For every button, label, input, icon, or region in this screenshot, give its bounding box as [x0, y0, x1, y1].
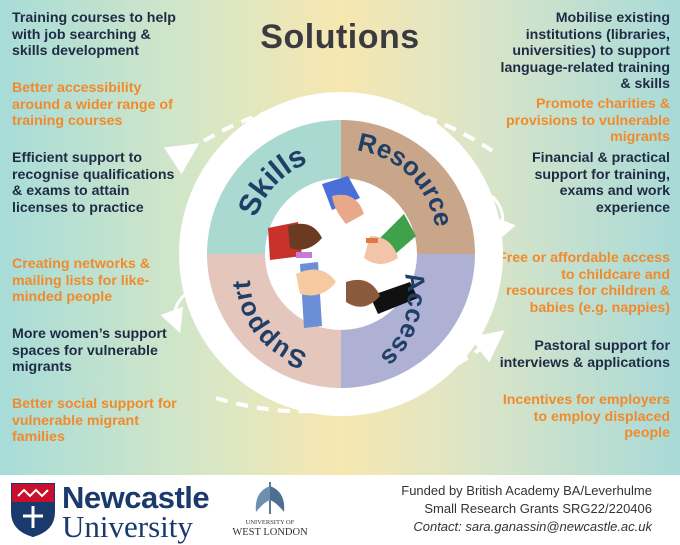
right-item-4: Free or affordable access to childcare a…	[498, 250, 670, 316]
right-item-2: Promote charities & provisions to vulner…	[506, 96, 670, 145]
solutions-ring-diagram: Skills Resource Access Support	[160, 99, 516, 388]
contact-line: Contact: sara.ganassin@newcastle.ac.uk	[413, 519, 652, 534]
left-item-2: Better accessibility around a wider rang…	[12, 80, 173, 129]
newcastle-crest-icon	[11, 483, 55, 538]
funding-line-1: Funded by British Academy BA/Leverhulme	[401, 483, 652, 498]
page-title: Solutions	[260, 18, 420, 56]
cycle-arrow-right	[490, 194, 516, 244]
left-item-5: More women’s support spaces for vulnerab…	[12, 326, 167, 375]
left-item-3: Efficient support to recognise qualifica…	[12, 150, 175, 216]
joined-hands-illustration	[268, 176, 418, 328]
footer: Funded by British Academy BA/Leverhulme …	[0, 475, 680, 544]
uwl-name: WEST LONDON	[232, 527, 308, 538]
right-item-3: Financial & practical support for traini…	[532, 150, 670, 216]
right-item-5: Pastoral support for interviews & applic…	[499, 338, 670, 371]
left-item-6: Better social support for vulnerable mig…	[12, 396, 177, 445]
funding-line-2: Small Research Grants SRG22/220406	[424, 501, 652, 516]
newcastle-wordmark: Newcastle	[62, 480, 210, 515]
newcastle-university-logo: Newcastle University	[10, 480, 220, 544]
university-wordmark: University	[62, 509, 193, 544]
left-item-1: Training courses to help with job search…	[12, 10, 176, 59]
right-item-6: Incentives for employers to employ displ…	[502, 392, 670, 441]
uwl-subtitle: UNIVERSITY OF	[245, 519, 295, 526]
left-item-4: Creating networks & mailing lists for li…	[12, 256, 150, 305]
cycle-arrow-top	[163, 99, 496, 175]
right-item-1: Mobilise existing institutions (librarie…	[500, 10, 671, 92]
infographic-background: Solutions Training courses to help with …	[0, 0, 680, 475]
uwl-emblem-icon	[255, 482, 285, 514]
uwl-logo: UNIVERSITY OF WEST LONDON	[225, 478, 315, 540]
